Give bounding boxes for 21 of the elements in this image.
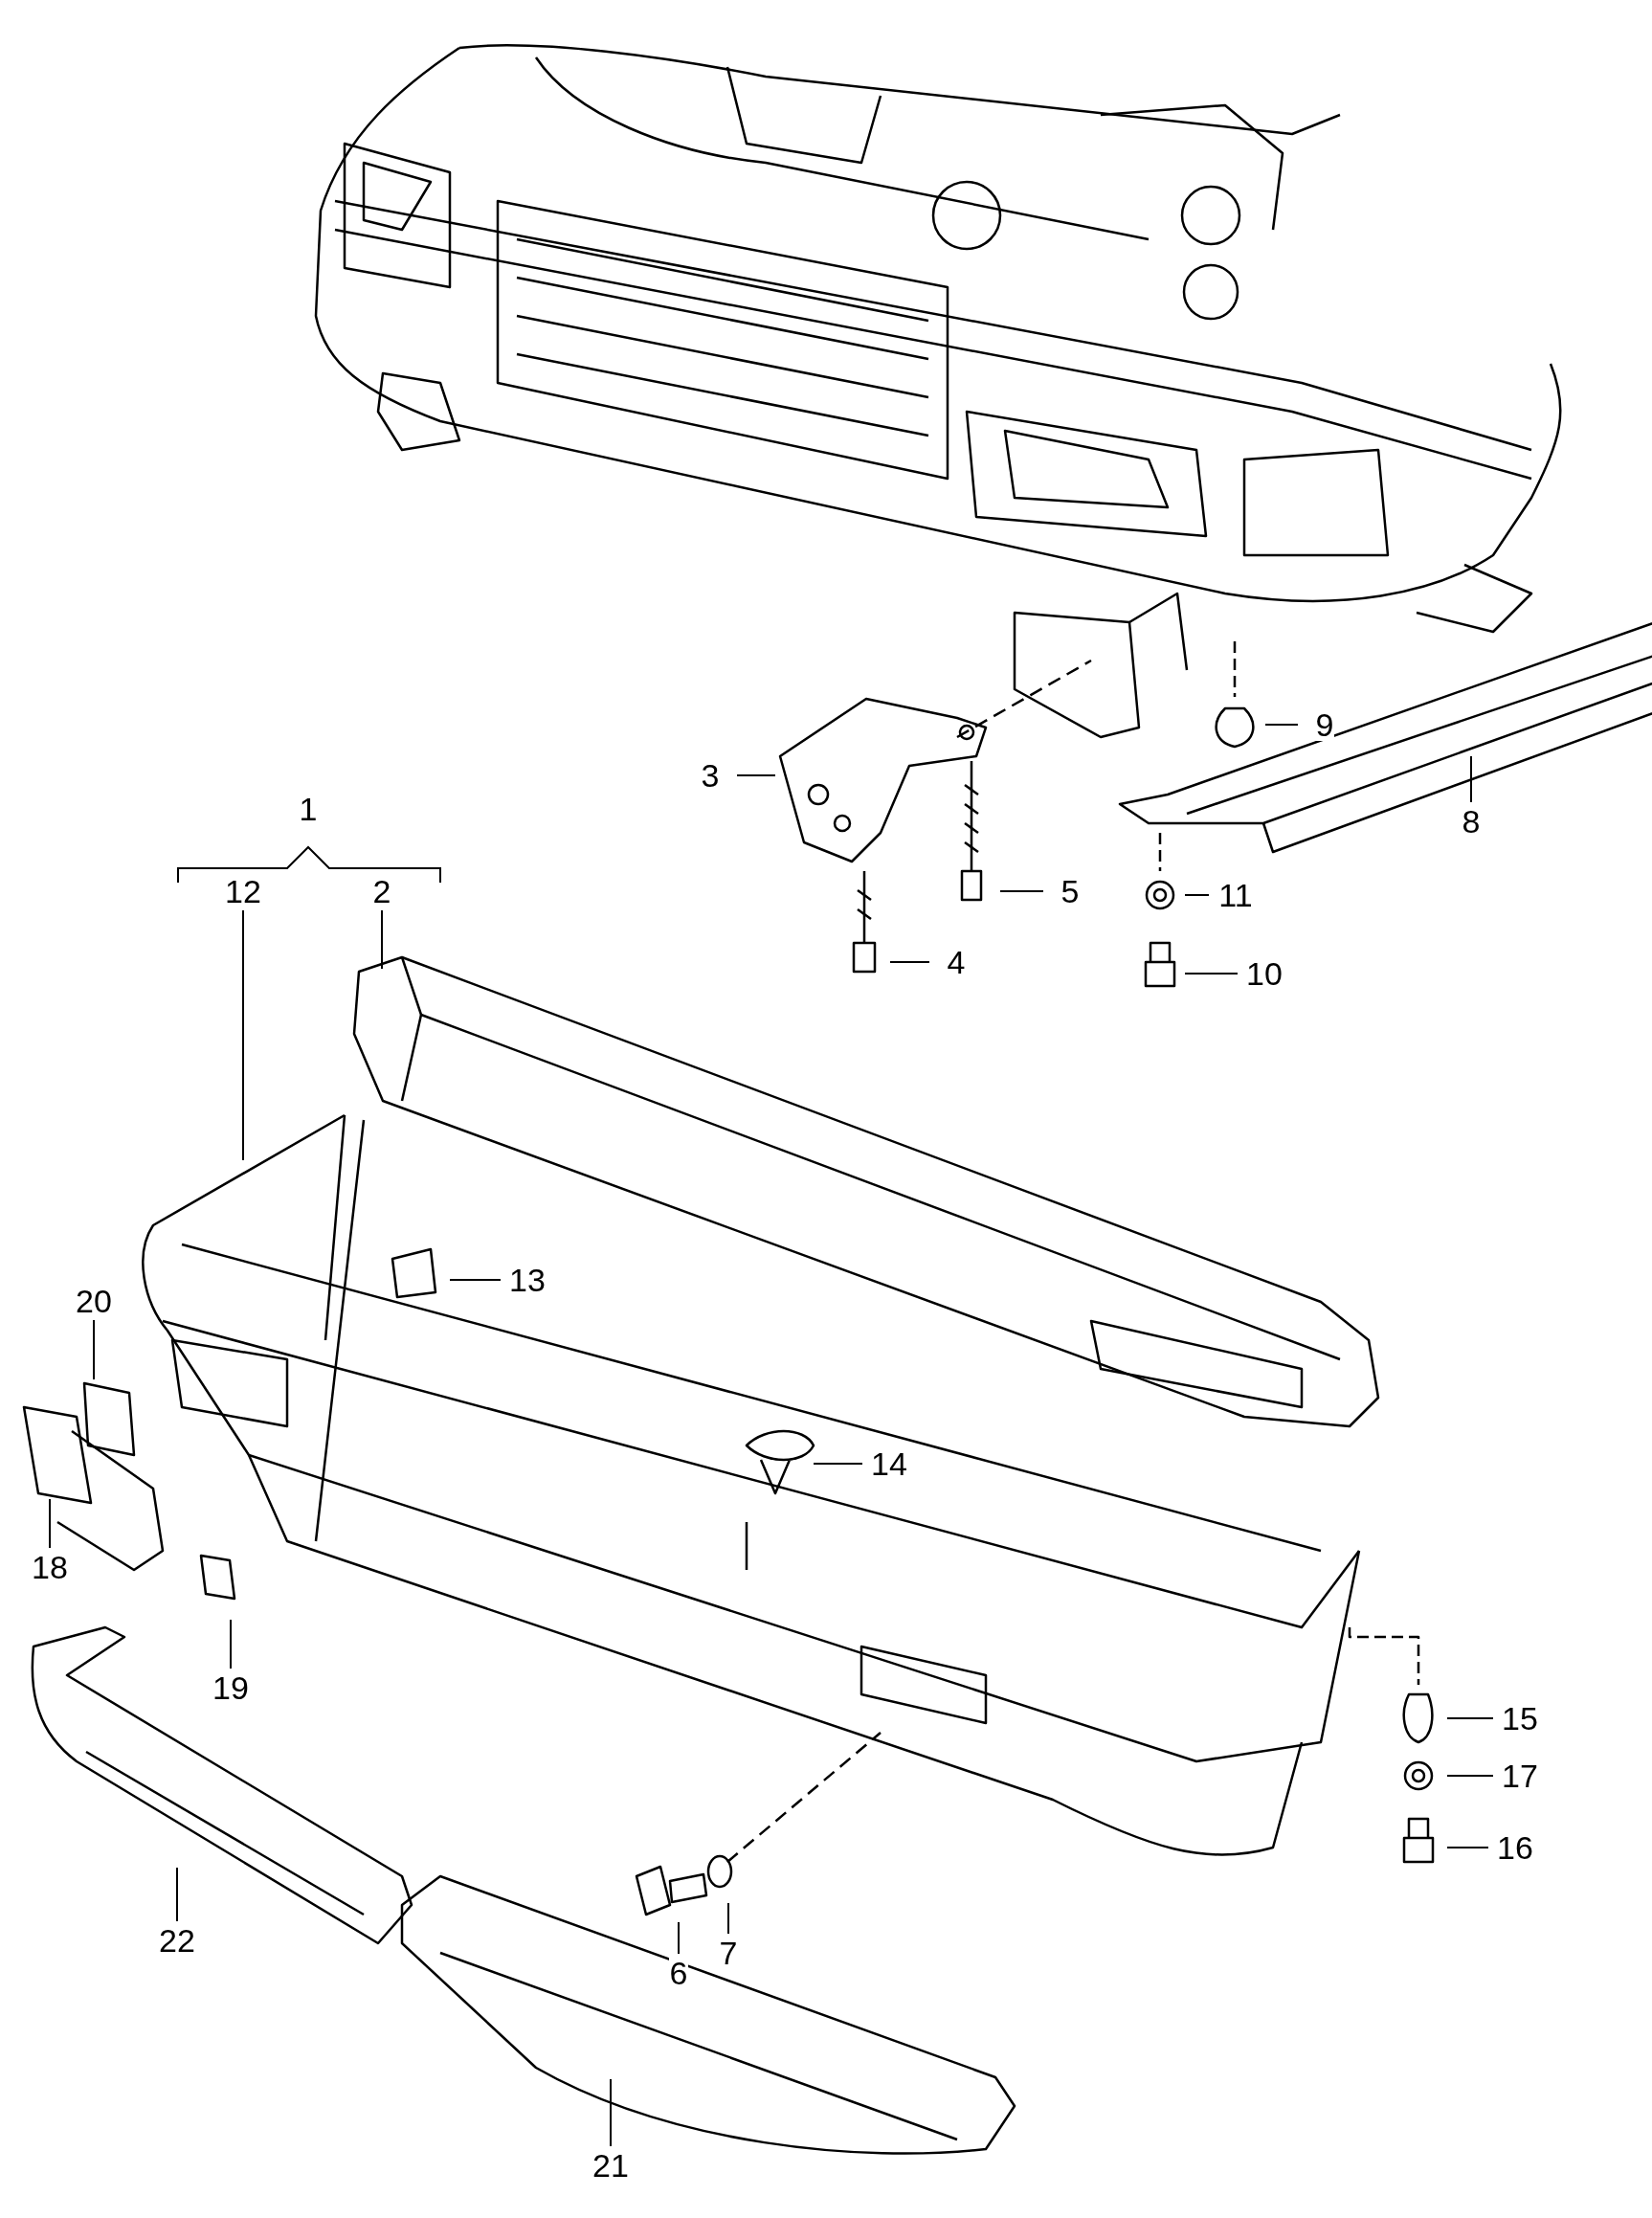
leader-line	[1446, 1847, 1489, 1848]
leader-line	[230, 1619, 232, 1669]
leader-line	[449, 1279, 502, 1281]
leader-line	[381, 909, 383, 970]
leader-line	[93, 1319, 95, 1380]
leader-line	[813, 1463, 863, 1465]
leader-line	[176, 1867, 178, 1922]
leader-line	[999, 890, 1044, 892]
leader-line	[1446, 1717, 1494, 1719]
leader-line	[889, 961, 930, 963]
leader-line	[1184, 894, 1210, 896]
leader-line	[678, 1921, 680, 1955]
leader-line	[1184, 973, 1239, 975]
leader-line	[1446, 1775, 1494, 1777]
leader-line	[727, 1902, 729, 1935]
leader-line	[610, 2078, 612, 2147]
leader-line	[736, 774, 776, 776]
leader-line	[49, 1498, 51, 1549]
leader-line	[1470, 755, 1472, 803]
leader-line	[242, 909, 244, 1161]
leader-line	[1264, 724, 1299, 726]
